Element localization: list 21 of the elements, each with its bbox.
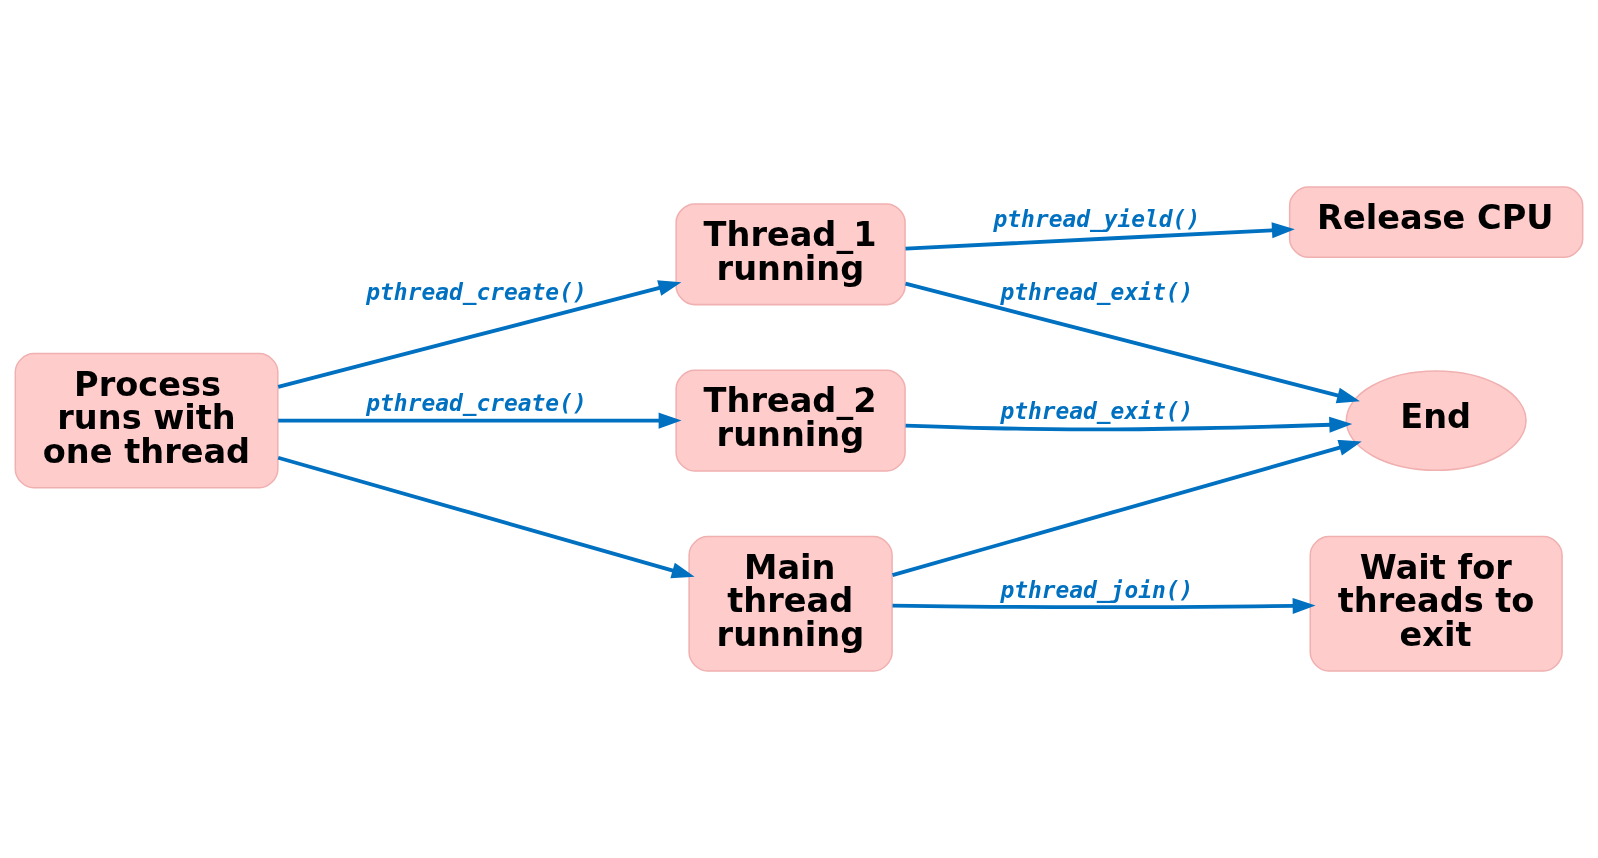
edge-label: pthread_exit() bbox=[1000, 279, 1194, 306]
node-ellipse: End bbox=[1345, 370, 1527, 472]
arrow bbox=[905, 416, 1353, 433]
arrow bbox=[892, 597, 1316, 614]
arrow bbox=[277, 455, 695, 579]
arrow bbox=[278, 412, 682, 429]
edge-label: pthread_join() bbox=[1000, 576, 1194, 603]
edge-label: pthread_create() bbox=[366, 390, 587, 417]
arrow bbox=[277, 280, 682, 389]
arrow bbox=[892, 439, 1362, 577]
node-box: Thread_1 running bbox=[675, 203, 906, 306]
edge-label: pthread_exit() bbox=[1000, 398, 1194, 425]
node-box: Wait for threads to exit bbox=[1309, 535, 1563, 672]
edge-label: pthread_yield() bbox=[993, 205, 1201, 232]
edge-label: pthread_create() bbox=[366, 279, 587, 306]
arrow bbox=[905, 281, 1360, 404]
node-box: Thread_2 running bbox=[675, 369, 906, 472]
node-box: Release CPU bbox=[1288, 186, 1584, 259]
node-box: Main thread running bbox=[688, 535, 893, 672]
node-box: Process runs with one thread bbox=[14, 352, 279, 489]
arrow bbox=[905, 222, 1295, 251]
